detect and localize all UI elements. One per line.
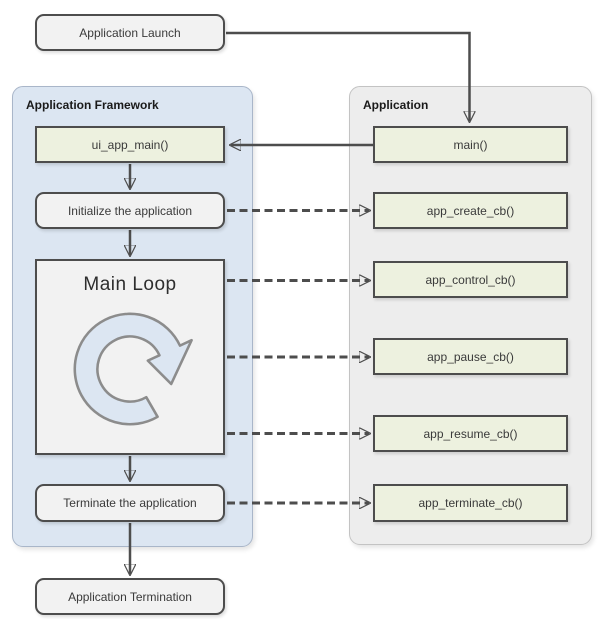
node-app-pause-cb: app_pause_cb() (373, 338, 568, 375)
node-application-launch-label: Application Launch (79, 25, 181, 40)
node-ui-app-main: ui_app_main() (35, 126, 225, 163)
node-initialize-label: Initialize the application (67, 203, 193, 218)
node-application-termination: Application Termination (35, 578, 225, 615)
node-app-create-cb-label: app_create_cb() (426, 203, 515, 218)
application-container-title: Application (363, 98, 429, 112)
main-loop-title: Main Loop (83, 274, 177, 295)
circular-arrow-loop-icon (73, 312, 193, 426)
node-app-control-cb: app_control_cb() (373, 261, 568, 298)
node-initialize: Initialize the application (35, 192, 225, 229)
node-app-resume-cb-label: app_resume_cb() (423, 426, 518, 441)
node-application-termination-label: Application Termination (68, 589, 192, 604)
node-main: main() (373, 126, 568, 163)
node-terminate: Terminate the application (35, 484, 225, 522)
node-main-loop: Main Loop (35, 259, 225, 455)
node-app-terminate-cb-label: app_terminate_cb() (418, 496, 523, 510)
node-app-control-cb-label: app_control_cb() (425, 272, 516, 287)
node-app-resume-cb: app_resume_cb() (373, 415, 568, 452)
node-application-launch: Application Launch (35, 14, 225, 51)
node-app-pause-cb-label: app_pause_cb() (427, 349, 514, 364)
node-app-terminate-cb: app_terminate_cb() (373, 484, 568, 522)
node-main-label: main() (453, 137, 488, 152)
node-app-create-cb: app_create_cb() (373, 192, 568, 229)
framework-container-title: Application Framework (26, 98, 159, 112)
node-terminate-label: Terminate the application (63, 496, 197, 510)
node-ui-app-main-label: ui_app_main() (91, 137, 169, 152)
